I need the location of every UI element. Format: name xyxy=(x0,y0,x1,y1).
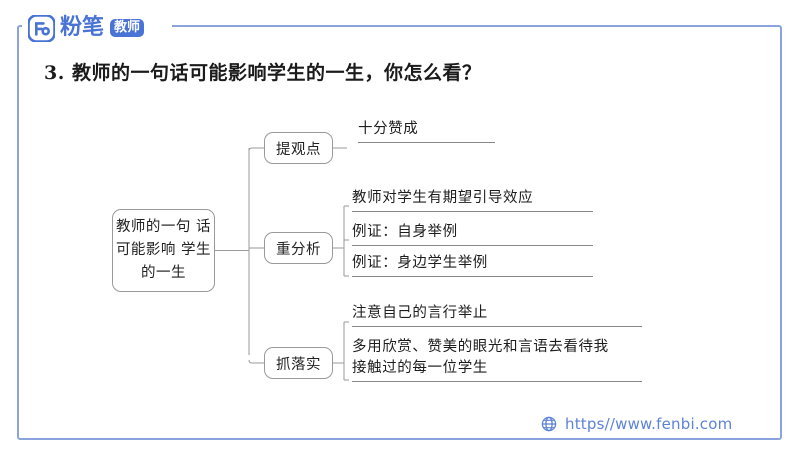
brand-wordmark: 粉笔 xyxy=(60,15,105,40)
page-title: 3. 教师的一句话可能影响学生的一生，你怎么看？ xyxy=(44,62,482,84)
mindmap-leaf-item: 例证：自身举例 xyxy=(352,222,593,246)
mindmap-leaf-item: 十分赞成 xyxy=(358,119,495,143)
mindmap-branch-node-0: 提观点 xyxy=(264,132,333,164)
footer-url-text: https//www.fenbi.com xyxy=(565,415,733,433)
brand-badge: 教师 xyxy=(110,19,145,37)
slide-frame xyxy=(17,25,782,440)
mindmap-leaf-item: 多用欣赏、赞美的眼光和言语去看待我 接触过的每一位学生 xyxy=(352,337,642,382)
fenbi-logo-icon xyxy=(28,14,55,42)
mindmap-leaf-item: 注意自己的言行举止 xyxy=(352,303,642,327)
mindmap-branch-node-2: 抓落实 xyxy=(264,347,333,379)
footer-url[interactable]: https//www.fenbi.com xyxy=(541,415,732,433)
brand-logo: 粉笔 教师 xyxy=(28,13,145,43)
globe-icon xyxy=(541,416,557,432)
mindmap-root-node: 教师的一句 话可能影响 学生的一生 xyxy=(112,209,215,292)
mindmap-leaf-item: 教师对学生有期望引导效应 xyxy=(352,188,593,212)
mindmap-leaf-item: 例证：身边学生举例 xyxy=(352,253,593,277)
mindmap-branch-node-1: 重分析 xyxy=(264,232,333,264)
